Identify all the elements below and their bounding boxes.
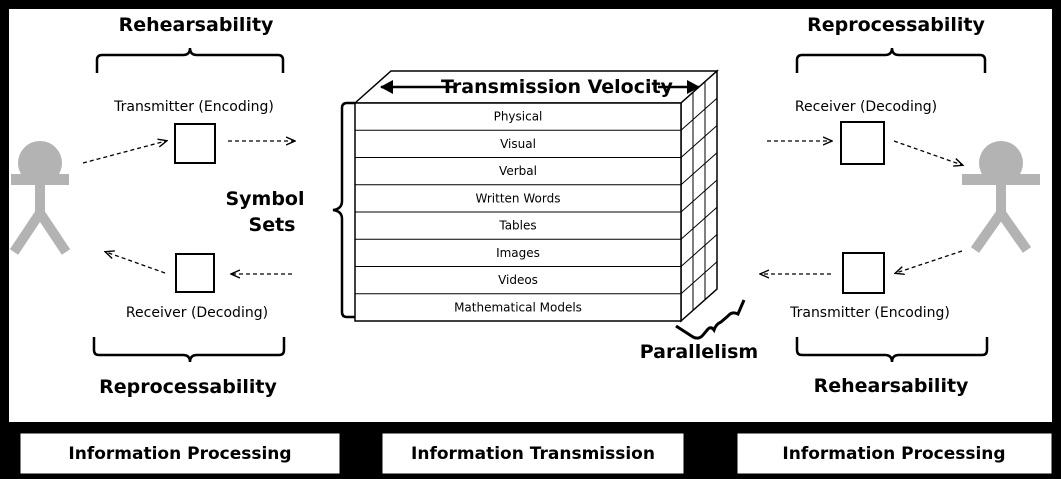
left-receiver-label: Receiver (Decoding) (126, 305, 268, 321)
layer-label-visual: Visual (500, 137, 536, 151)
left-transmitter-box (174, 123, 216, 164)
footer-box-right (736, 432, 1053, 475)
top-left-label: Rehearsability (119, 14, 274, 36)
footer-box-middle (381, 432, 685, 475)
right-receiver-box (840, 121, 885, 165)
bottom-right-brace (795, 337, 989, 363)
left-lower-outbound-arrow (106, 252, 166, 274)
layer-label-images: Images (496, 246, 540, 260)
right-person-icon (962, 141, 1040, 253)
left-upper-inbound-arrow (82, 141, 166, 164)
layer-label-tables: Tables (498, 219, 536, 233)
parallelism-brace (675, 299, 746, 340)
top-right-brace (795, 47, 987, 73)
top-left-brace (95, 47, 285, 73)
parallelism-label: Parallelism (640, 341, 758, 363)
right-receiver-label: Receiver (Decoding) (795, 99, 937, 115)
right-upper-outbound-arrow (893, 140, 962, 165)
right-lower-inbound-arrow (896, 250, 963, 273)
footer-left-label: Information Processing (68, 444, 291, 464)
transmission-stack (353, 69, 719, 323)
symbol-sets-label-line1: Symbol (225, 188, 304, 210)
bottom-left-brace (92, 337, 286, 363)
layer-label-mathematical-models: Mathematical Models (454, 300, 582, 314)
bottom-right-label: Rehearsability (814, 375, 969, 397)
left-receiver-box (175, 253, 215, 293)
footer-middle-label: Information Transmission (411, 444, 655, 464)
footer-right-label: Information Processing (782, 444, 1005, 464)
right-transmitter-box (842, 252, 885, 294)
left-person-icon (9, 141, 71, 255)
layer-label-physical: Physical (494, 110, 543, 124)
layer-label-videos: Videos (498, 273, 538, 287)
transmission-velocity-label: Transmission Velocity (441, 76, 674, 98)
symbol-sets-brace (332, 101, 355, 319)
bottom-left-label: Reprocessability (99, 376, 277, 398)
symbol-sets-label-line2: Sets (249, 214, 296, 236)
left-transmitter-label: Transmitter (Encoding) (113, 99, 274, 115)
layer-label-verbal: Verbal (499, 164, 537, 178)
footer-box-left (19, 432, 341, 475)
layer-label-written-words: Written Words (476, 191, 561, 205)
right-transmitter-label: Transmitter (Encoding) (789, 305, 950, 321)
top-right-label: Reprocessability (807, 14, 985, 36)
